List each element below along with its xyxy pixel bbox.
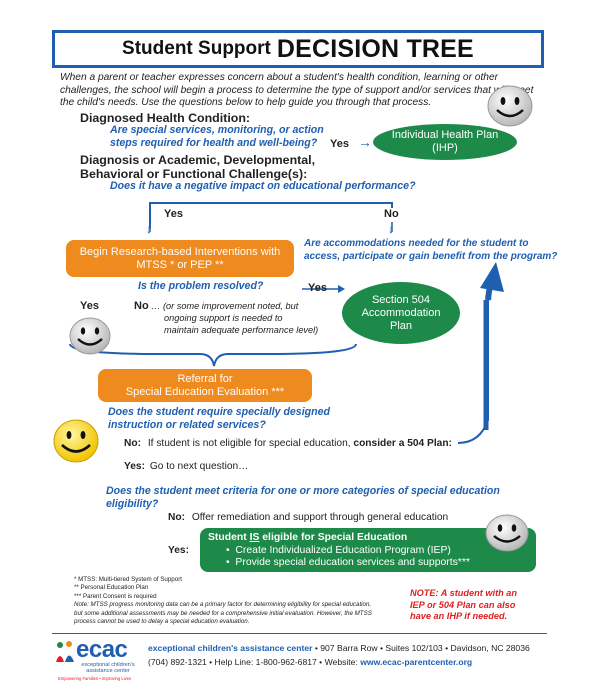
eligible-title-b: eligible for Special Education: [262, 532, 408, 543]
section2-question: Does it have a negative impact on educat…: [110, 180, 416, 192]
section3-no-label: No:: [124, 438, 141, 449]
footnote-3: *** Parent Consent is required: [74, 592, 157, 600]
section3-question: Does the student require specially desig…: [108, 406, 330, 431]
section1-heading: Diagnosed Health Condition:: [80, 111, 251, 125]
section2-heading-line1: Diagnosis or Academic, Developmental,: [80, 153, 316, 167]
arrow-down-icon: ↓: [388, 222, 394, 236]
footer-divider: [52, 633, 547, 634]
plan504-line1: Section 504: [371, 293, 431, 306]
section3-yes-label: Yes:: [124, 461, 145, 472]
section3-question-line2: instruction or related services?: [108, 418, 266, 431]
plan504-line2: Accommodation: [361, 306, 441, 319]
section4-no: No: Offer remediation and support throug…: [168, 512, 448, 523]
referral-line2: Special Education Evaluation ***: [125, 385, 285, 398]
section1-question-line2: steps required for health and well-being…: [110, 136, 318, 149]
resolved-no-detail1: … (or some improvement noted, but: [151, 301, 299, 311]
ihp-pill: Individual Health Plan (IHP): [373, 124, 517, 160]
eligible-bullet2-text: Provide special education services and s…: [235, 557, 470, 569]
plan504-line3: Plan: [389, 319, 413, 332]
eligible-bullet1-text: Create Individualized Education Program …: [235, 544, 451, 556]
section4-no-text: Offer remediation and support through ge…: [191, 512, 449, 523]
section2-yes3: Yes: [308, 282, 327, 294]
title-part1: Student Support: [122, 38, 271, 59]
eligible-box: Student IS eligible for Special Educatio…: [200, 528, 536, 572]
footnotes: * MTSS: Multi-tiered System of Support *…: [74, 576, 374, 626]
red-note: NOTE: A student with an IEP or 504 Plan …: [410, 588, 550, 623]
ecac-logo: ecac exceptional children's assistance c…: [54, 636, 164, 681]
red-note-line3: have an IHP if needed.: [410, 611, 508, 622]
title-part2: DECISION TREE: [276, 34, 474, 63]
section2-yes: Yes: [164, 208, 183, 220]
referral-line1: Referral for: [177, 372, 233, 385]
red-note-line1: NOTE: A student with an: [410, 588, 518, 598]
eligible-bullet1: • Create Individualized Education Progra…: [226, 544, 451, 556]
resolved-no: No … (or some improvement noted, but ong…: [134, 300, 318, 336]
section3-no-text: If student is not eligible for special e…: [147, 438, 351, 449]
section4-question-line1: Does the student meet criteria for one o…: [106, 485, 500, 497]
section1-question-line1: Are special services, monitoring, or act…: [110, 124, 324, 136]
section2-heading: Diagnosis or Academic, Developmental, Be…: [80, 153, 315, 181]
accommodations-question: Are accommodations needed for the studen…: [304, 238, 557, 263]
smiley-icon: [487, 85, 533, 127]
footer-info: exceptional children's assistance center…: [148, 641, 548, 669]
section4-question: Does the student meet criteria for one o…: [106, 485, 500, 510]
family-icon: [56, 641, 74, 662]
eligible-title-is: IS: [249, 532, 260, 543]
section3-question-line1: Does the student require specially desig…: [108, 406, 330, 418]
interventions-box: Begin Research-based Interventions with …: [66, 240, 294, 277]
referral-box: Referral for Special Education Evaluatio…: [98, 369, 312, 402]
resolved-no-detail3: maintain adequate performance level): [164, 325, 319, 335]
footer-phones: (704) 892-1321 • Help Line: 1-800-962-68…: [148, 657, 361, 667]
footnote-1: * MTSS: Multi-tiered System of Support: [74, 576, 182, 583]
resolved-question: Is the problem resolved?: [138, 280, 264, 292]
logo-tagline: Empowering Families • Improving Lives: [58, 676, 132, 681]
title-box: Student Support DECISION TREE: [52, 30, 544, 68]
eligible-title-a: Student: [208, 532, 247, 543]
section1-question: Are special services, monitoring, or act…: [110, 124, 324, 149]
footer-website[interactable]: www.ecac-parentcenter.org: [360, 657, 473, 667]
resolved-yes: Yes: [80, 300, 99, 312]
accommodations-line1: Are accommodations needed for the studen…: [304, 238, 529, 249]
section1-yes-label: Yes: [330, 138, 349, 150]
accommodations-line2: access, participate or gain benefit from…: [304, 250, 558, 262]
resolved-no-label: No: [134, 300, 149, 312]
smiley-icon: [53, 419, 99, 463]
logo-sub1: exceptional children's: [81, 662, 135, 668]
footnote-2: ** Personal Education Plan: [74, 584, 149, 592]
section4-question-line2: eligibility?: [106, 497, 159, 510]
arrow-down-icon: ↓: [146, 222, 152, 236]
footnote-note-1: Note: MTSS progress monitoring data can …: [74, 601, 372, 609]
footer-org: exceptional children's assistance center: [148, 643, 313, 653]
arrow-right-icon: →: [358, 134, 373, 150]
logo-sub2: assistance center: [86, 668, 130, 675]
ihp-line1: Individual Health Plan: [391, 129, 499, 141]
plan504-pill: Section 504 Accommodation Plan: [342, 282, 460, 344]
logo-text: ecac: [76, 636, 128, 663]
interventions-line1: Begin Research-based Interventions with: [79, 245, 281, 258]
section4-no-label: No:: [168, 512, 185, 523]
footnote-note-3: process cannot be used to delay a specia…: [74, 618, 250, 626]
footnote-note-2: but some additional assessments may be n…: [74, 609, 372, 617]
red-note-line2: IEP or 504 Plan can also: [410, 599, 516, 610]
intro-text: When a parent or teacher expresses conce…: [60, 72, 534, 109]
eligible-title: Student IS eligible for Special Educatio…: [208, 532, 528, 545]
section1-yes: Yes →: [330, 134, 372, 150]
section3-yes: Yes: Go to next question…: [124, 461, 248, 472]
eligible-bullet2: • Provide special education services and…: [226, 557, 470, 569]
smiley-icon: [485, 514, 529, 552]
smiley-icon: [69, 317, 111, 355]
section2-no: No: [384, 208, 399, 220]
section3-no: No: If student is not eligible for speci…: [124, 438, 452, 449]
section3-yes-text: Go to next question…: [149, 461, 249, 472]
section2-heading-line2: Behavioral or Functional Challenge(s):: [80, 167, 308, 181]
ihp-line2: (IHP): [432, 142, 458, 154]
resolved-no-detail2: ongoing support is needed to: [164, 313, 283, 323]
section3-no-bold: consider a 504 Plan:: [353, 438, 452, 449]
logo-sub: exceptional children's assistance center: [74, 662, 142, 675]
interventions-line2: MTSS * or PEP **: [136, 258, 224, 271]
footer-address: • 907 Barra Row • Suites 102/103 • David…: [312, 643, 530, 653]
section4-yes-label: Yes:: [168, 545, 189, 556]
